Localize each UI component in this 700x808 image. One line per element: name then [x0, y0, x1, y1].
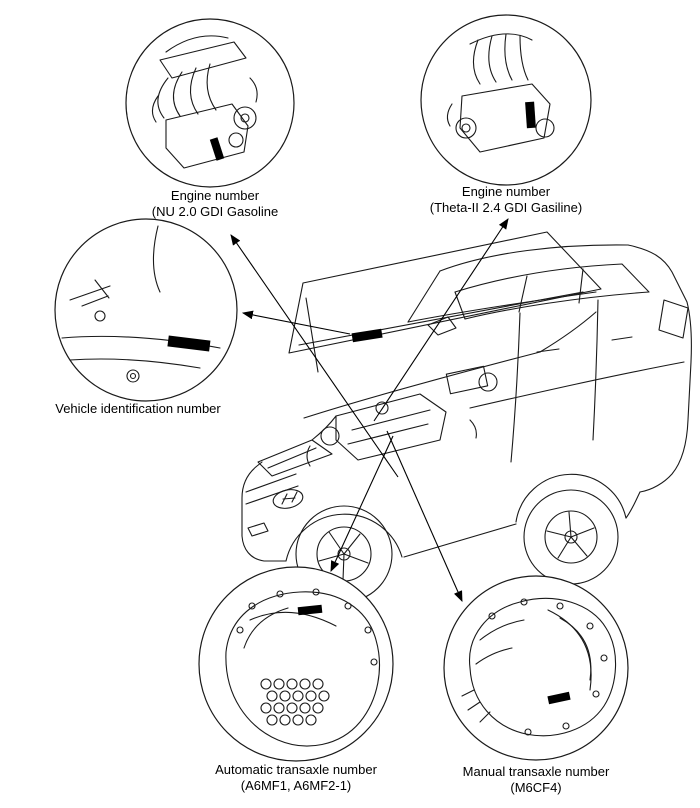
hood-prop-rod — [305, 297, 319, 373]
side-glass — [454, 263, 650, 320]
engine-nu-number-mark — [209, 137, 225, 161]
auto-transaxle-detail — [198, 566, 394, 762]
engine-theta-label-line1: Engine number — [461, 184, 551, 199]
engine-nu-detail-circle — [125, 18, 295, 188]
rear-profile — [627, 244, 692, 493]
engine-theta-label: Engine number (Theta-II 2.4 GDI Gasiline… — [396, 184, 616, 216]
engine-nu-label-line1: Engine number — [170, 188, 260, 203]
engine-nu-detail — [125, 18, 295, 188]
tail-lamp — [658, 299, 689, 339]
engine-theta-number-mark — [525, 101, 536, 129]
headlight — [257, 439, 333, 477]
manual-transaxle-label-line1: Manual transaxle number — [462, 764, 610, 779]
strut-tower-left — [320, 426, 340, 446]
vin-number-mark — [167, 335, 211, 352]
engine-nu-label-line2: (NU 2.0 GDI Gasoline — [151, 204, 279, 219]
vin-plate-on-vehicle — [351, 328, 383, 343]
strut-tower-right — [478, 372, 498, 392]
front-bumper — [241, 461, 287, 562]
manual-transaxle-label-line2: (M6CF4) — [510, 780, 562, 795]
valve-body-pattern — [260, 678, 330, 726]
vin-detail-circle — [54, 218, 238, 402]
arrow-to-vin-detail — [241, 310, 351, 335]
engine-nu-label: Engine number (NU 2.0 GDI Gasoline — [105, 188, 325, 220]
vin-label: Vehicle identification number — [8, 401, 268, 417]
engine-bay-rim — [303, 351, 541, 419]
arrow-to-manual-transaxle — [386, 430, 463, 603]
open-hood — [288, 231, 602, 354]
engine-theta-label-line2: (Theta-II 2.4 GDI Gasiline) — [429, 200, 583, 215]
auto-transaxle-label-line1: Automatic transaxle number — [215, 762, 377, 777]
manual-transaxle-label: Manual transaxle number (M6CF4) — [421, 764, 651, 796]
auto-transaxle-number-mark — [297, 604, 323, 616]
engine-theta-detail — [420, 14, 592, 186]
fog-lamp — [247, 522, 269, 537]
arrow-to-engine-theta — [373, 218, 509, 422]
vehicle-illustration — [241, 231, 692, 603]
auto-transaxle-label-line2: (A6MF1, A6MF2-1) — [240, 778, 352, 793]
vin-detail — [54, 218, 238, 402]
manual-transaxle-detail — [443, 575, 629, 761]
arrow-to-auto-transaxle — [330, 435, 394, 572]
engine-block — [335, 393, 447, 461]
manual-transaxle-number-mark — [547, 691, 571, 705]
engine-theta-detail-circle — [420, 14, 592, 186]
roofline — [439, 244, 629, 272]
brand-badge — [272, 489, 304, 509]
arrow-to-engine-nu — [230, 234, 399, 478]
auto-transaxle-detail-circle — [198, 566, 394, 762]
vin-label-line1: Vehicle identification number — [55, 401, 221, 416]
manual-transaxle-detail-circle — [443, 575, 629, 761]
auto-transaxle-label: Automatic transaxle number (A6MF1, A6MF2… — [166, 762, 426, 794]
grille — [245, 473, 299, 505]
callout-arrows — [230, 218, 509, 603]
battery — [445, 365, 489, 395]
